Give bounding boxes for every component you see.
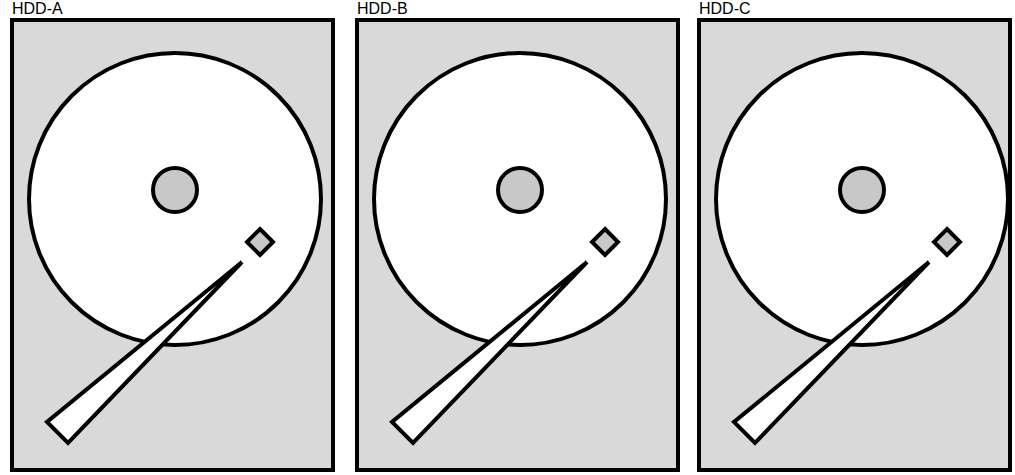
platter-and-arm	[716, 53, 1008, 443]
drive-housing	[357, 20, 678, 469]
drive-label: HDD-B	[355, 0, 680, 18]
drive-panel: HDD-A	[10, 0, 335, 472]
drive-outline	[355, 18, 680, 472]
drive-outline	[10, 18, 335, 472]
drive-label: HDD-C	[697, 0, 1012, 18]
drive-label: HDD-A	[10, 0, 335, 18]
drive-panel: HDD-B	[355, 0, 680, 472]
drive-outline	[697, 18, 1012, 472]
drive-housing	[12, 20, 333, 469]
drive-panel: HDD-C	[697, 0, 1012, 472]
drive-housing	[699, 20, 1010, 469]
platter-and-arm	[374, 53, 666, 443]
platter-and-arm	[29, 53, 321, 443]
